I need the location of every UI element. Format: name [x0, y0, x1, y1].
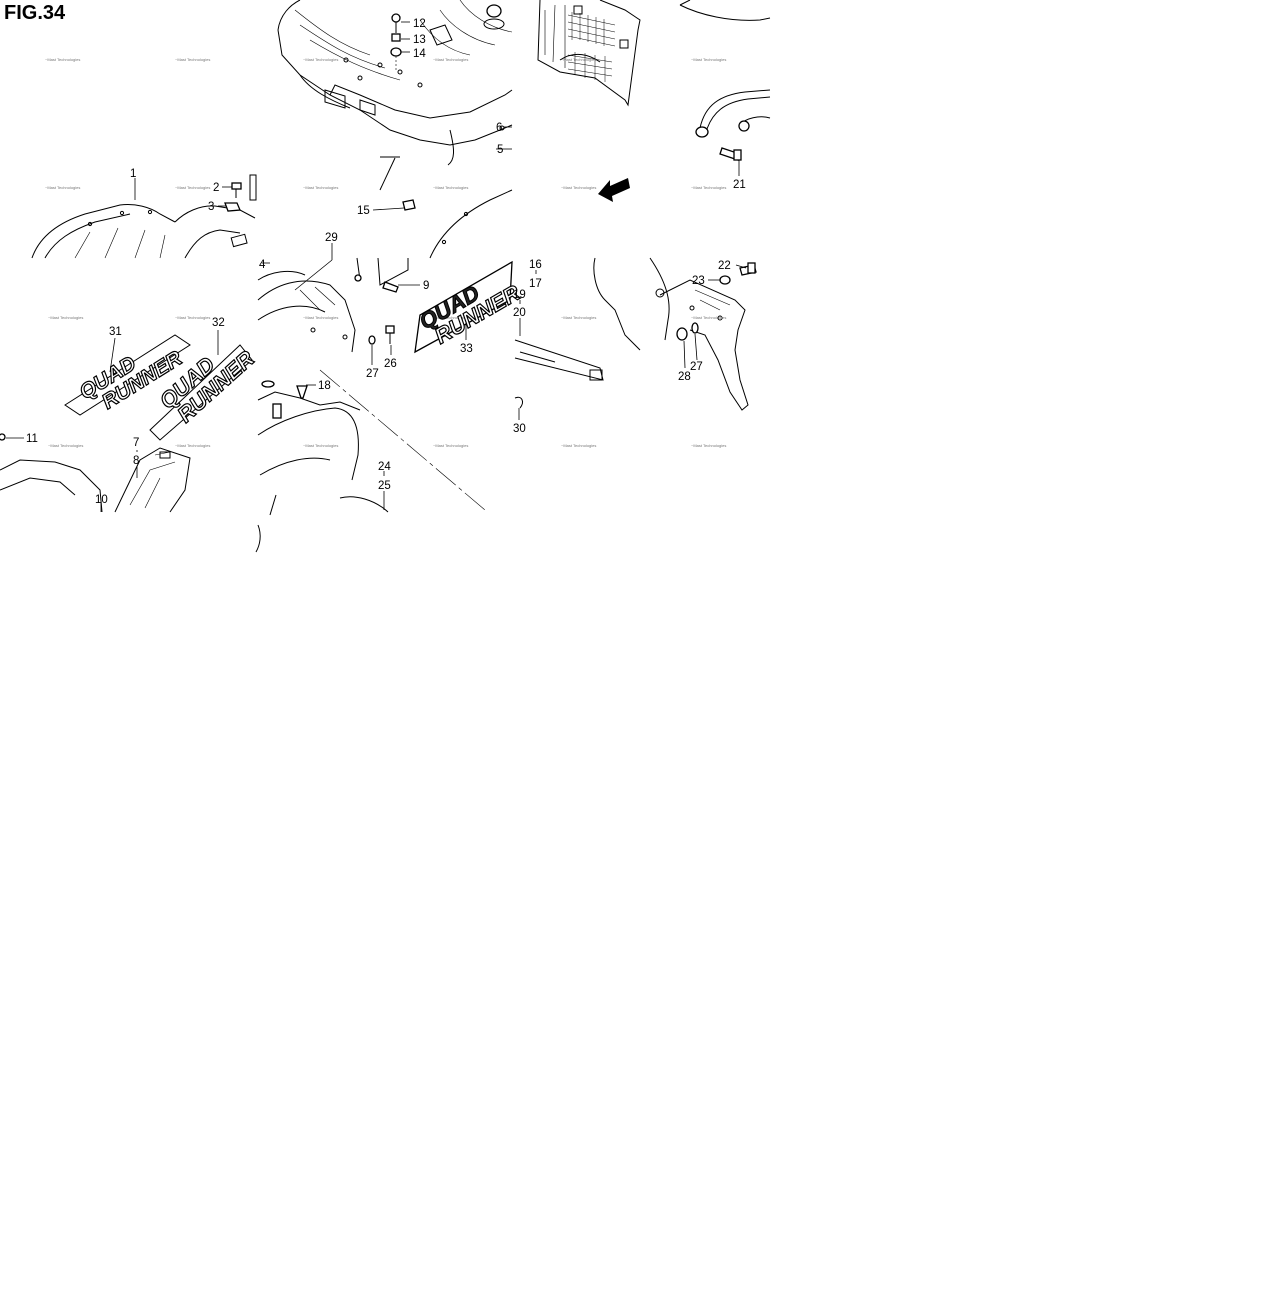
part-label: 16 — [529, 259, 542, 271]
figure-title: FIG.34 — [4, 2, 66, 24]
svg-text:~Mast Technologies: ~Mast Technologies — [45, 57, 80, 62]
part-label: 22 — [718, 260, 731, 272]
tile-rear-carrier: ~Mast Technologies ~Mast Technologies ~M… — [277, 0, 513, 259]
part-label: 27 — [690, 361, 703, 373]
part-label: 28 — [678, 371, 691, 383]
part-label: 31 — [109, 326, 122, 338]
part-label: 27 — [366, 368, 379, 380]
part-label: 25 — [378, 480, 391, 492]
svg-text:~Mast Technologies: ~Mast Technologies — [561, 185, 596, 190]
part-label: 6 — [496, 122, 502, 134]
part-label: 2 — [213, 182, 219, 194]
part-label: 3 — [208, 201, 214, 213]
part-label: 33 — [460, 343, 473, 355]
svg-text:~Mast Technologies: ~Mast Technologies — [691, 57, 726, 62]
svg-text:~Mast Technologies: ~Mast Technologies — [303, 443, 338, 448]
svg-text:~Mast Technologies: ~Mast Technologies — [45, 185, 80, 190]
svg-text:~Mast Technologies: ~Mast Technologies — [303, 315, 338, 320]
part-label: 24 — [378, 461, 391, 473]
svg-text:~Mast Technologies: ~Mast Technologies — [175, 315, 210, 320]
svg-text:~Mast Technologies: ~Mast Technologies — [691, 185, 726, 190]
svg-text:~Mast Technologies: ~Mast Technologies — [48, 315, 83, 320]
svg-text:~Mast Technologies: ~Mast Technologies — [303, 57, 338, 62]
svg-text:~Mast Technologies: ~Mast Technologies — [691, 443, 726, 448]
svg-text:~Mast Technologies: ~Mast Technologies — [433, 315, 468, 320]
part-label: 29 — [325, 232, 338, 244]
svg-text:~Mast Technologies: ~Mast Technologies — [48, 443, 83, 448]
svg-text:~Mast Technologies: ~Mast Technologies — [433, 443, 468, 448]
part-label: 9 — [423, 280, 429, 292]
tile-front-mud-guard: ~Mast Technologies ~Mast Technologies ~M… — [514, 257, 757, 448]
part-label: 14 — [413, 48, 426, 60]
svg-text:~Mast Technologies: ~Mast Technologies — [433, 57, 468, 62]
svg-text:~Mast Technologies: ~Mast Technologies — [175, 443, 210, 448]
svg-text:~Mast Technologies: ~Mast Technologies — [561, 57, 596, 62]
part-label: 18 — [318, 380, 331, 392]
front-direction-arrow-icon — [598, 178, 630, 202]
svg-text:~Mast Technologies: ~Mast Technologies — [561, 315, 596, 320]
part-label: 12 — [413, 18, 426, 30]
part-label: 23 — [692, 275, 705, 287]
part-label: 20 — [513, 307, 526, 319]
part-labels: 1 2 3 4 5 6 7 8 9 10 11 12 13 14 15 16 1… — [26, 18, 746, 506]
callout-leaders — [6, 21, 747, 512]
part-label: 21 — [733, 179, 746, 191]
part-label: 1 — [130, 168, 136, 180]
part-label: 10 — [95, 494, 108, 506]
svg-text:~Mast Technologies: ~Mast Technologies — [433, 185, 468, 190]
part-label: 30 — [513, 423, 526, 435]
part-label: 5 — [497, 144, 503, 156]
svg-text:~Mast Technologies: ~Mast Technologies — [303, 185, 338, 190]
part-label: 26 — [384, 358, 397, 370]
part-label: 19 — [513, 289, 526, 301]
part-label: 4 — [259, 259, 266, 271]
emblem-32: QUAD RUNNER — [154, 345, 260, 428]
part-label: 13 — [413, 34, 426, 46]
tile-mud-guard: ~Mast Technologies ~Mast Technologies ~M… — [537, 0, 771, 202]
svg-text:~Mast Technologies: ~Mast Technologies — [175, 57, 210, 62]
tile-front-fender: ~Mast Technologies ~Mast Technologies ~M… — [255, 257, 513, 553]
part-label: 8 — [133, 455, 139, 467]
part-label: 7 — [133, 437, 139, 449]
svg-text:~Mast Technologies: ~Mast Technologies — [691, 315, 726, 320]
part-label: 32 — [212, 317, 225, 329]
part-label: 17 — [529, 278, 542, 290]
part-label: 11 — [26, 433, 38, 445]
part-label: 15 — [357, 205, 370, 217]
tile-rear-fender-left: ~Mast Technologies ~Mast Technologies ~M… — [31, 57, 257, 259]
tile-emblems-left: ~Mast Technologies ~Mast Technologies ~M… — [0, 315, 253, 513]
svg-text:~Mast Technologies: ~Mast Technologies — [561, 443, 596, 448]
svg-text:~Mast Technologies: ~Mast Technologies — [175, 185, 210, 190]
